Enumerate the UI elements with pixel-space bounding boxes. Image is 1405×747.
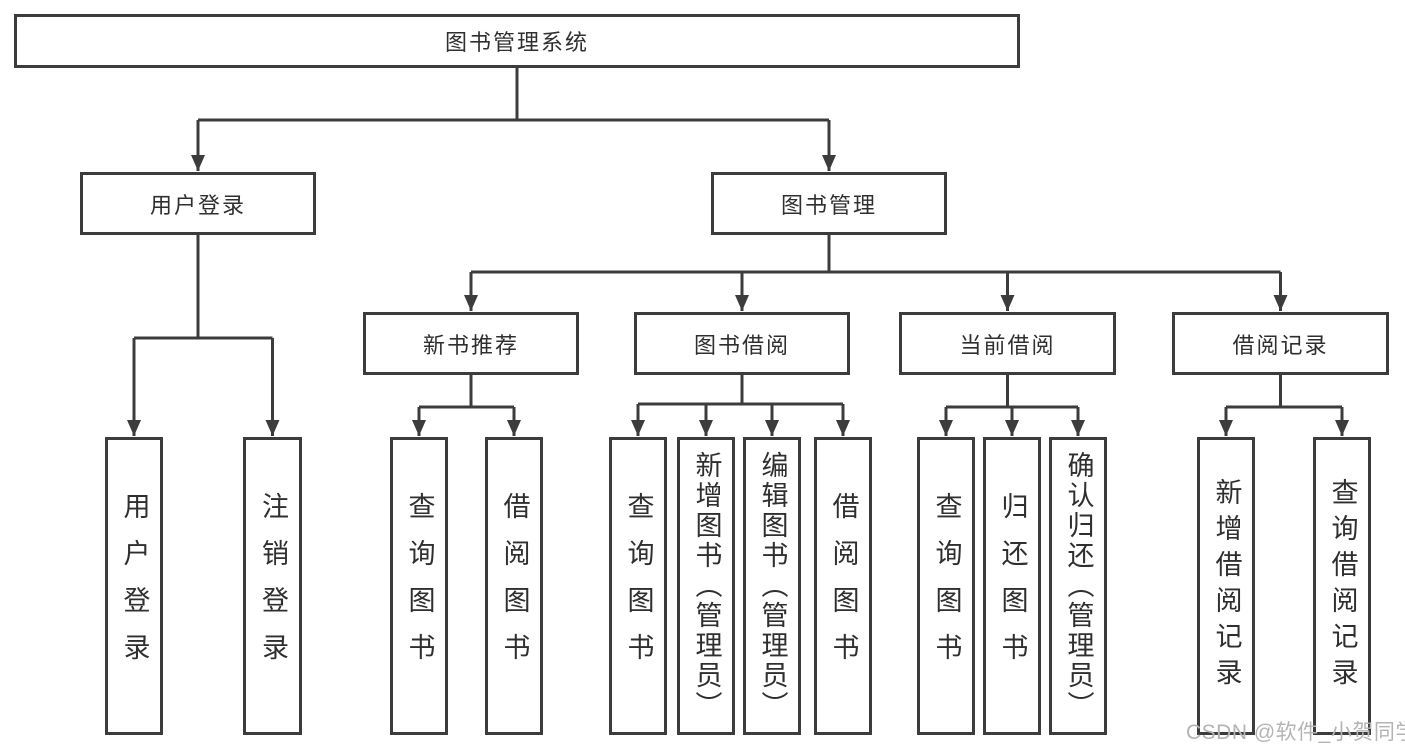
node-book-management: 图书管理: [711, 172, 947, 235]
connector-borrowrecord-trunk: [1226, 375, 1342, 409]
connector-bookborrow-trunk: [638, 375, 843, 406]
csdn-watermark: CSDN @软件_小贺同学: [1186, 721, 1405, 744]
connector-newbook-trunk: [419, 375, 514, 409]
leaf-borrow-books-recommend: 借阅图书: [485, 437, 543, 735]
connector-userlogin-trunk: [134, 235, 273, 340]
node-new-book-recommend: 新书推荐: [363, 312, 579, 375]
leaf-borrow-books: 借阅图书: [814, 437, 872, 735]
leaf-query-books-borrow: 查询图书: [609, 437, 667, 735]
leaf-add-borrow-record: 新增借阅记录: [1197, 437, 1255, 735]
leaf-query-books-recommend: 查询图书: [390, 437, 448, 735]
root-node-library-management-system: 图书管理系统: [14, 14, 1020, 68]
leaf-query-books-current: 查询图书: [917, 437, 975, 735]
leaf-return-books: 归还图书: [983, 437, 1041, 735]
connector-root-trunk: [198, 68, 829, 122]
leaf-add-books-admin: 新增图书（管理员）: [677, 437, 735, 735]
node-book-borrow: 图书借阅: [634, 312, 850, 375]
leaf-user-login: 用户登录: [105, 437, 163, 735]
node-borrow-record: 借阅记录: [1172, 312, 1389, 375]
leaf-query-borrow-record: 查询借阅记录: [1313, 437, 1371, 735]
node-current-borrow: 当前借阅: [899, 312, 1116, 375]
leaf-edit-books-admin: 编辑图书（管理员）: [743, 437, 801, 735]
node-user-login: 用户登录: [80, 172, 316, 235]
connector-bookmgmt-trunk: [471, 235, 1281, 274]
leaf-confirm-return-admin: 确认归还（管理员）: [1049, 437, 1107, 735]
leaf-logout: 注销登录: [243, 437, 302, 735]
connector-currentborrow-trunk: [946, 375, 1078, 409]
